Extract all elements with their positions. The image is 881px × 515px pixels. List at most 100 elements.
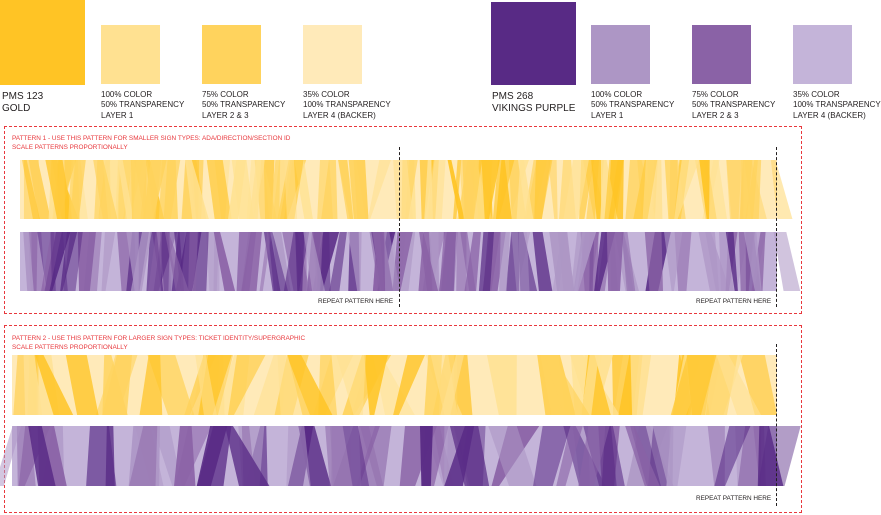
pattern-stripe: [129, 426, 158, 486]
gold-main-swatch: [0, 0, 85, 85]
pattern-stripe: [228, 355, 266, 415]
pattern-stripe: [342, 426, 370, 486]
pattern-stripe: [419, 426, 433, 486]
purple-main-swatch: [491, 2, 576, 85]
pattern-stripe: [744, 160, 767, 219]
pattern-stripe: [134, 160, 156, 219]
pattern1-repeat-line-b: [776, 147, 777, 307]
pattern-stripe: [630, 355, 652, 415]
pattern-stripe: [549, 232, 574, 291]
pattern-stripe: [174, 426, 196, 486]
pattern-stripe: [578, 426, 610, 486]
pattern-stripe: [563, 160, 589, 219]
pattern-stripe: [318, 355, 338, 415]
pattern-stripe: [50, 232, 68, 291]
pattern-stripe: [430, 355, 458, 415]
pattern-stripe: [725, 232, 738, 291]
pattern2-subtitle: SCALE PATTERNS PROPORTIONALLY: [12, 343, 128, 351]
pattern-stripe: [348, 160, 366, 219]
pattern-stripe: [438, 232, 457, 291]
pattern-stripe: [126, 232, 139, 291]
gold-layer1-label: 100% COLOR 50% TRANSPARENCY LAYER 1: [101, 90, 185, 120]
purple-layer1-swatch: [591, 25, 650, 84]
pattern2-purple-band: [0, 426, 801, 486]
pattern-stripe: [533, 426, 571, 486]
pattern-stripe: [336, 355, 366, 415]
pattern-stripe: [192, 232, 209, 291]
pattern-stripe: [604, 160, 624, 219]
pattern-stripe: [213, 232, 236, 291]
pattern-stripe: [369, 232, 385, 291]
pattern-stripe: [303, 232, 326, 291]
pattern-stripe: [325, 426, 353, 486]
pattern-stripe: [102, 355, 133, 415]
pattern-stripe: [591, 160, 604, 219]
purple-backer-label: 35% COLOR 100% TRANSPARENCY LAYER 4 (BAC…: [793, 90, 881, 120]
pattern-stripe: [241, 232, 262, 291]
pattern-stripe: [773, 232, 801, 291]
pattern-stripe: [392, 232, 413, 291]
pattern-stripe: [505, 232, 520, 291]
pattern-stripe: [338, 160, 357, 219]
pattern-stripe: [486, 355, 517, 415]
pattern-stripe: [77, 232, 96, 291]
pattern-stripe: [102, 160, 119, 219]
pattern-stripe: [570, 232, 586, 291]
pattern-stripe: [384, 232, 401, 291]
purple-layer23-swatch: [692, 25, 751, 84]
pattern-stripe: [206, 160, 232, 219]
pattern2-gold-band: [12, 355, 778, 415]
pattern-stripe: [286, 426, 311, 486]
pattern-stripe: [338, 160, 354, 219]
pattern-stripe: [139, 355, 163, 415]
purple-color-name: VIKINGS PURPLE: [492, 102, 576, 114]
pattern-stripe: [22, 160, 40, 219]
pattern-stripe: [488, 426, 537, 486]
pattern-stripe: [633, 160, 658, 219]
purple-main-label: PMS 268 VIKINGS PURPLE: [492, 91, 575, 114]
pattern-stripe: [449, 426, 490, 486]
pattern-stripe: [0, 426, 22, 486]
pattern-stripe: [739, 160, 758, 219]
pattern-stripe: [105, 426, 115, 486]
pattern1-title: PATTERN 1 - USE THIS PATTERN FOR SMALLER…: [12, 135, 291, 142]
pattern-stripe: [532, 232, 553, 291]
gold-main-label: PMS 123 GOLD: [2, 91, 43, 114]
pattern-stripe: [283, 232, 310, 291]
pattern-stripe: [393, 355, 425, 415]
pattern-stripe: [556, 426, 583, 486]
pattern-stripe: [719, 232, 734, 291]
pattern-stripe: [364, 355, 388, 415]
pattern-stripe: [45, 160, 73, 219]
pattern2-frame: [4, 325, 802, 513]
pattern-stripe: [83, 232, 102, 291]
pattern-stripe: [28, 426, 56, 486]
pattern-stripe: [196, 426, 228, 486]
purple-layer1-label: 100% COLOR 50% TRANSPARENCY LAYER 1: [591, 90, 675, 120]
pattern-stripe: [481, 160, 500, 219]
pattern-stripe: [447, 160, 465, 219]
purple-layer23-label: 75% COLOR 50% TRANSPARENCY LAYER 2 & 3: [692, 90, 776, 120]
pattern-stripe: [259, 232, 272, 291]
pattern-stripe: [65, 355, 99, 415]
pattern2-repeat-line: [776, 344, 777, 506]
pattern-stripe: [152, 426, 182, 486]
pattern-stripe: [699, 160, 710, 219]
pattern1-gold-band: [20, 160, 793, 219]
pattern-stripe: [158, 160, 181, 219]
pattern-stripe: [478, 232, 494, 291]
pattern-stripe: [224, 426, 270, 486]
pattern-stripe: [511, 232, 530, 291]
pattern-stripe: [284, 160, 298, 219]
pattern-stripe: [419, 232, 439, 291]
pattern-stripe: [606, 232, 624, 291]
pattern1-frame: [4, 126, 802, 314]
pattern-stripe: [164, 232, 189, 291]
gold-backer-label: 35% COLOR 100% TRANSPARENCY LAYER 4 (BAC…: [303, 90, 391, 120]
pattern-stripe: [492, 160, 515, 219]
pattern-stripe: [716, 355, 762, 415]
gold-layer1-swatch: [101, 25, 160, 84]
pattern-stripe: [63, 232, 83, 291]
pattern2-title: PATTERN 2 - USE THIS PATTERN FOR LARGER …: [12, 335, 306, 342]
gold-pms-code: PMS 123: [2, 91, 44, 102]
